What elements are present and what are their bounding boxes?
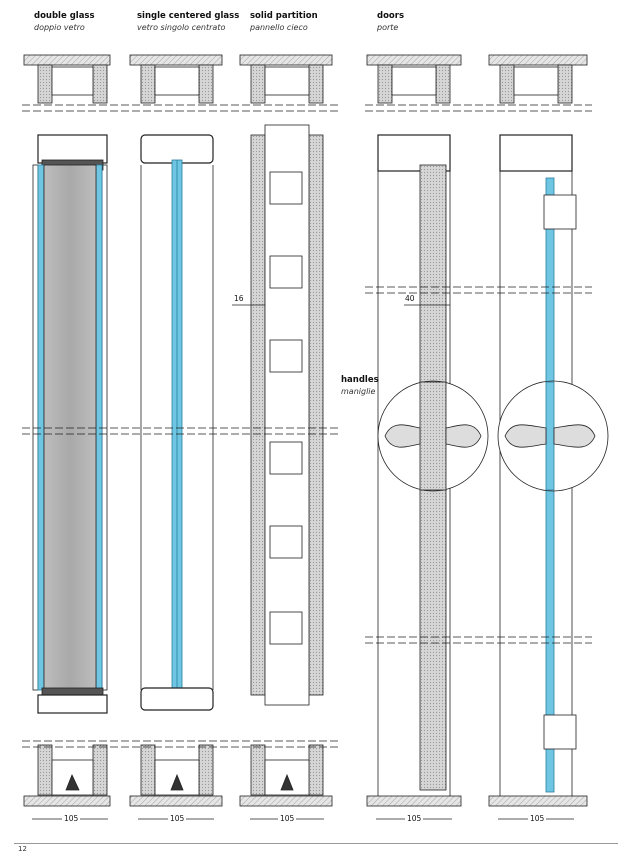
break-lines	[22, 104, 592, 748]
dimension-105-col2: 105	[168, 814, 187, 823]
section-title-doors: doors	[377, 11, 405, 21]
dimension-105-col4: 105	[405, 814, 424, 823]
section-title-double-glass: double glass	[34, 11, 95, 21]
section-glass-door	[488, 54, 609, 807]
section-double-glass	[23, 54, 111, 807]
handles-subtitle: maniglie	[341, 387, 376, 396]
section-title-solid-partition: solid partition	[250, 11, 318, 21]
handles-title: handles	[341, 375, 379, 385]
dimension-105-col1: 105	[62, 814, 81, 823]
dimension-105-col5: 105	[528, 814, 547, 823]
dimension-16: 16	[234, 294, 244, 303]
section-subtitle-solid-partition: pannello cieco	[250, 23, 308, 32]
section-title-single-glass: single centered glass	[137, 11, 240, 21]
section-solid-partition	[239, 54, 333, 807]
page-number: 12	[18, 845, 27, 853]
dimension-105-col3: 105	[278, 814, 297, 823]
footer-divider	[14, 843, 618, 844]
dimension-40: 40	[405, 294, 415, 303]
section-subtitle-double-glass: doppio vetro	[34, 23, 85, 32]
section-subtitle-doors: porte	[377, 23, 399, 32]
section-door	[366, 54, 489, 807]
section-single-glass	[129, 54, 223, 807]
section-subtitle-single-glass: vetro singolo centrato	[137, 23, 226, 32]
